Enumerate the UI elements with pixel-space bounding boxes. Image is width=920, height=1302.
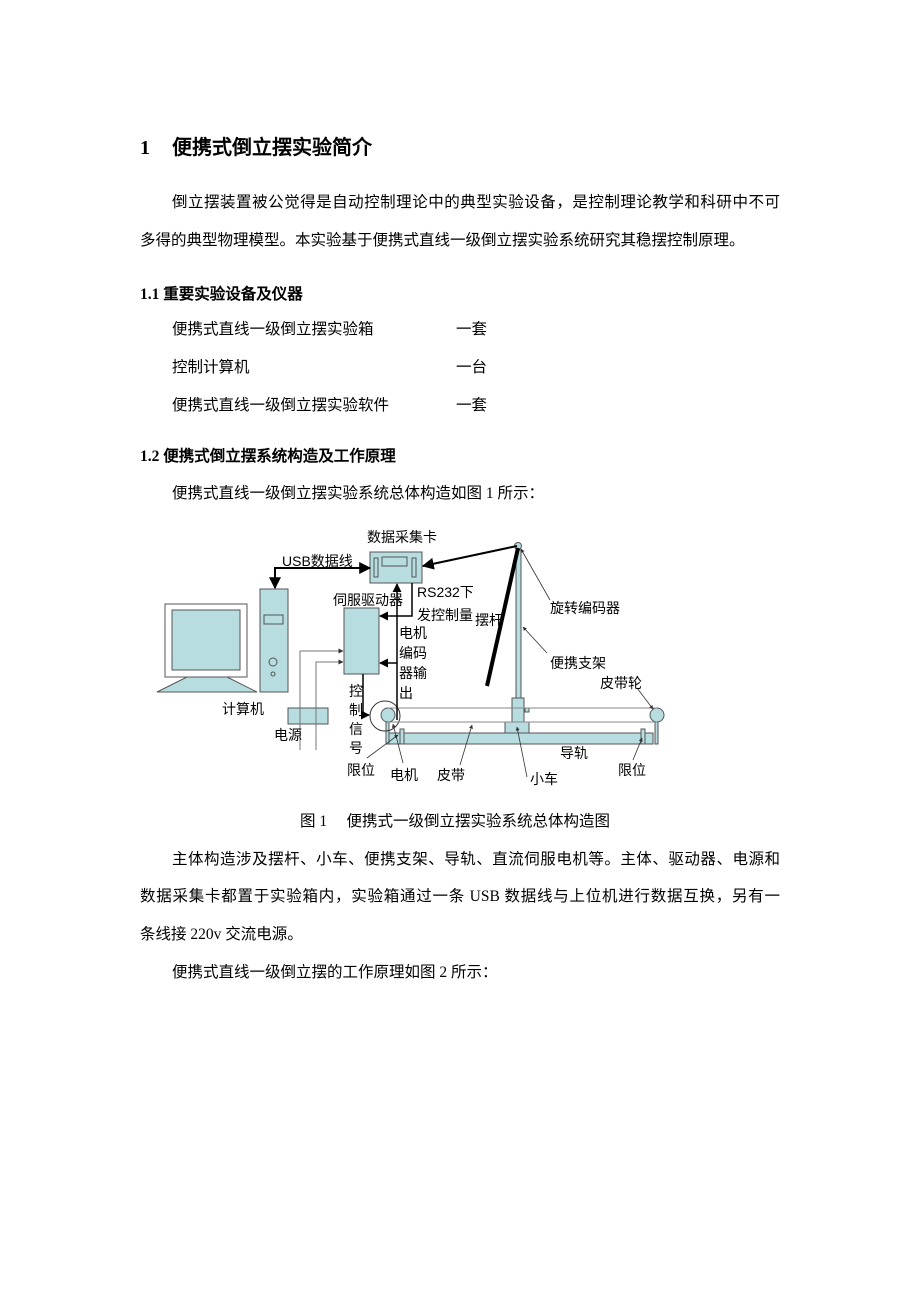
subsection-2-title: 1.2 便携式倒立摆系统构造及工作原理 xyxy=(140,448,396,465)
label-servo: 伺服驱动器 xyxy=(333,592,403,608)
label-control-signal: 信 xyxy=(349,721,363,737)
stand-pole xyxy=(515,549,522,699)
body-line-1: 主体构造涉及摆杆、小车、便携支架、导轨、直流伺服电机等。主体、驱动器、电源和 xyxy=(172,851,780,868)
monitor-icon xyxy=(156,603,258,693)
intro-line-1: 倒立摆装置被公觉得是自动控制理论中的典型实验设备，是控制理论教学和科研中不可 xyxy=(172,194,780,211)
equipment-name: 控制计算机 xyxy=(172,359,250,376)
body-line-2: 数据采集卡都置于实验箱内，实验箱通过一条 USB 数据线与上位机进行数据互换，另… xyxy=(140,888,780,905)
equipment-qty: 一台 xyxy=(456,359,488,376)
section-number: 1 xyxy=(140,137,150,159)
label-daq: 数据采集卡 xyxy=(367,529,437,545)
limit-switch-right xyxy=(640,728,646,745)
label-control-signal: 号 xyxy=(349,740,363,756)
equipment-qty: 一套 xyxy=(456,397,488,414)
body-line-4: 便携式直线一级倒立摆的工作原理如图 2 所示： xyxy=(172,964,498,981)
equipment-name: 便携式直线一级倒立摆实验软件 xyxy=(172,397,390,414)
figure-caption: 图 1 便携式一级倒立摆实验系统总体构造图 xyxy=(300,813,611,830)
label-control-signal: 制 xyxy=(349,702,363,718)
equipment-qty: 一套 xyxy=(456,321,488,338)
figure-lead-text: 便携式直线一级倒立摆实验系统总体构造如图 1 所示： xyxy=(172,485,545,502)
label-pendulum: 摆杆 xyxy=(475,612,503,628)
label-encoder-out: 编码 xyxy=(399,645,427,661)
label-pulley: 皮带轮 xyxy=(600,675,642,691)
label-rail: 导轨 xyxy=(560,745,588,761)
intro-line-2: 多得的典型物理模型。本实验基于便携式直线一级倒立摆实验系统研究其稳摆控制原理。 xyxy=(140,232,745,249)
section-title: 便携式倒立摆实验简介 xyxy=(172,137,372,159)
label-rotary-encoder: 旋转编码器 xyxy=(550,600,620,616)
motor-outline xyxy=(369,700,401,732)
label-control-signal: 控 xyxy=(349,683,363,699)
limit-switch-left xyxy=(399,728,405,745)
servo-driver-box xyxy=(343,607,380,675)
label-limit-left: 限位 xyxy=(347,762,375,778)
label-rs232-cont: 发控制量 xyxy=(417,607,473,623)
power-supply-box xyxy=(287,707,329,725)
label-belt: 皮带 xyxy=(437,767,465,783)
subsection-1-title: 1.1 重要实验设备及仪器 xyxy=(140,286,303,303)
label-usb: USB数据线 xyxy=(282,553,353,569)
motor-pulley xyxy=(380,707,396,723)
label-rs232: RS232下 xyxy=(417,584,474,600)
belt xyxy=(388,707,657,723)
label-encoder-out: 器输 xyxy=(399,665,427,681)
equipment-name: 便携式直线一级倒立摆实验箱 xyxy=(172,321,374,338)
label-power: 电源 xyxy=(274,727,302,743)
label-motor: 电机 xyxy=(390,767,418,783)
label-stand: 便携支架 xyxy=(550,655,606,671)
label-cart: 小车 xyxy=(530,771,558,787)
label-encoder-out: 电机 xyxy=(399,625,427,641)
pc-tower-icon xyxy=(259,588,289,693)
pendulum-rod xyxy=(485,547,520,687)
daq-card-icon xyxy=(369,551,423,584)
belt-pulley-right xyxy=(649,707,665,723)
system-structure-diagram: 数据采集卡 USB数据线 伺服驱动器 RS232下 发控制量 电机 编码 器输 … xyxy=(156,529,665,787)
label-limit-right: 限位 xyxy=(618,762,646,778)
label-encoder-out: 出 xyxy=(399,685,413,701)
body-line-3: 条线接 220v 交流电源。 xyxy=(140,926,303,943)
label-computer: 计算机 xyxy=(222,701,264,717)
